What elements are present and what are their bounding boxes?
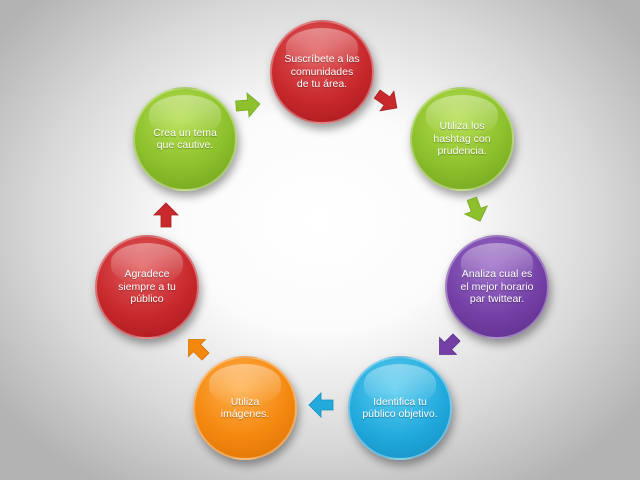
- node-suscribete: Suscríbete a las comunidades de tu área.: [270, 20, 374, 124]
- node-imagenes-text: Utiliza imágenes.: [220, 395, 270, 421]
- node-horario: Analiza cual es el mejor horario par twi…: [445, 235, 549, 339]
- node-agradece: Agradece siempre a tu público: [95, 235, 199, 339]
- arrow-horario-to-publico: [439, 333, 461, 355]
- node-publico-objetivo-text: Identifica tu público objetivo.: [362, 395, 438, 421]
- arrow-imagenes-to-agradece: [188, 339, 210, 361]
- node-hashtag: Utiliza los hashtag con prudencia.: [410, 87, 514, 191]
- arrow-hashtag-to-horario: [463, 196, 489, 222]
- node-tema-text: Crea un tema que cautive.: [153, 126, 217, 152]
- node-publico-objetivo: Identifica tu público objetivo.: [348, 356, 452, 460]
- node-agradece-text: Agradece siempre a tu público: [118, 268, 176, 306]
- node-tema: Crea un tema que cautive.: [133, 87, 237, 191]
- node-horario-text: Analiza cual es el mejor horario par twi…: [460, 268, 534, 306]
- arrow-tema-to-suscribete: [235, 92, 261, 118]
- arrow-suscribete-to-hashtag: [373, 89, 398, 112]
- node-suscribete-text: Suscríbete a las comunidades de tu área.: [284, 53, 360, 91]
- arrow-agradece-to-tema: [153, 202, 179, 228]
- node-imagenes: Utiliza imágenes.: [193, 356, 297, 460]
- node-hashtag-text: Utiliza los hashtag con prudencia.: [433, 120, 491, 158]
- arrow-publico-to-imagenes: [308, 392, 334, 418]
